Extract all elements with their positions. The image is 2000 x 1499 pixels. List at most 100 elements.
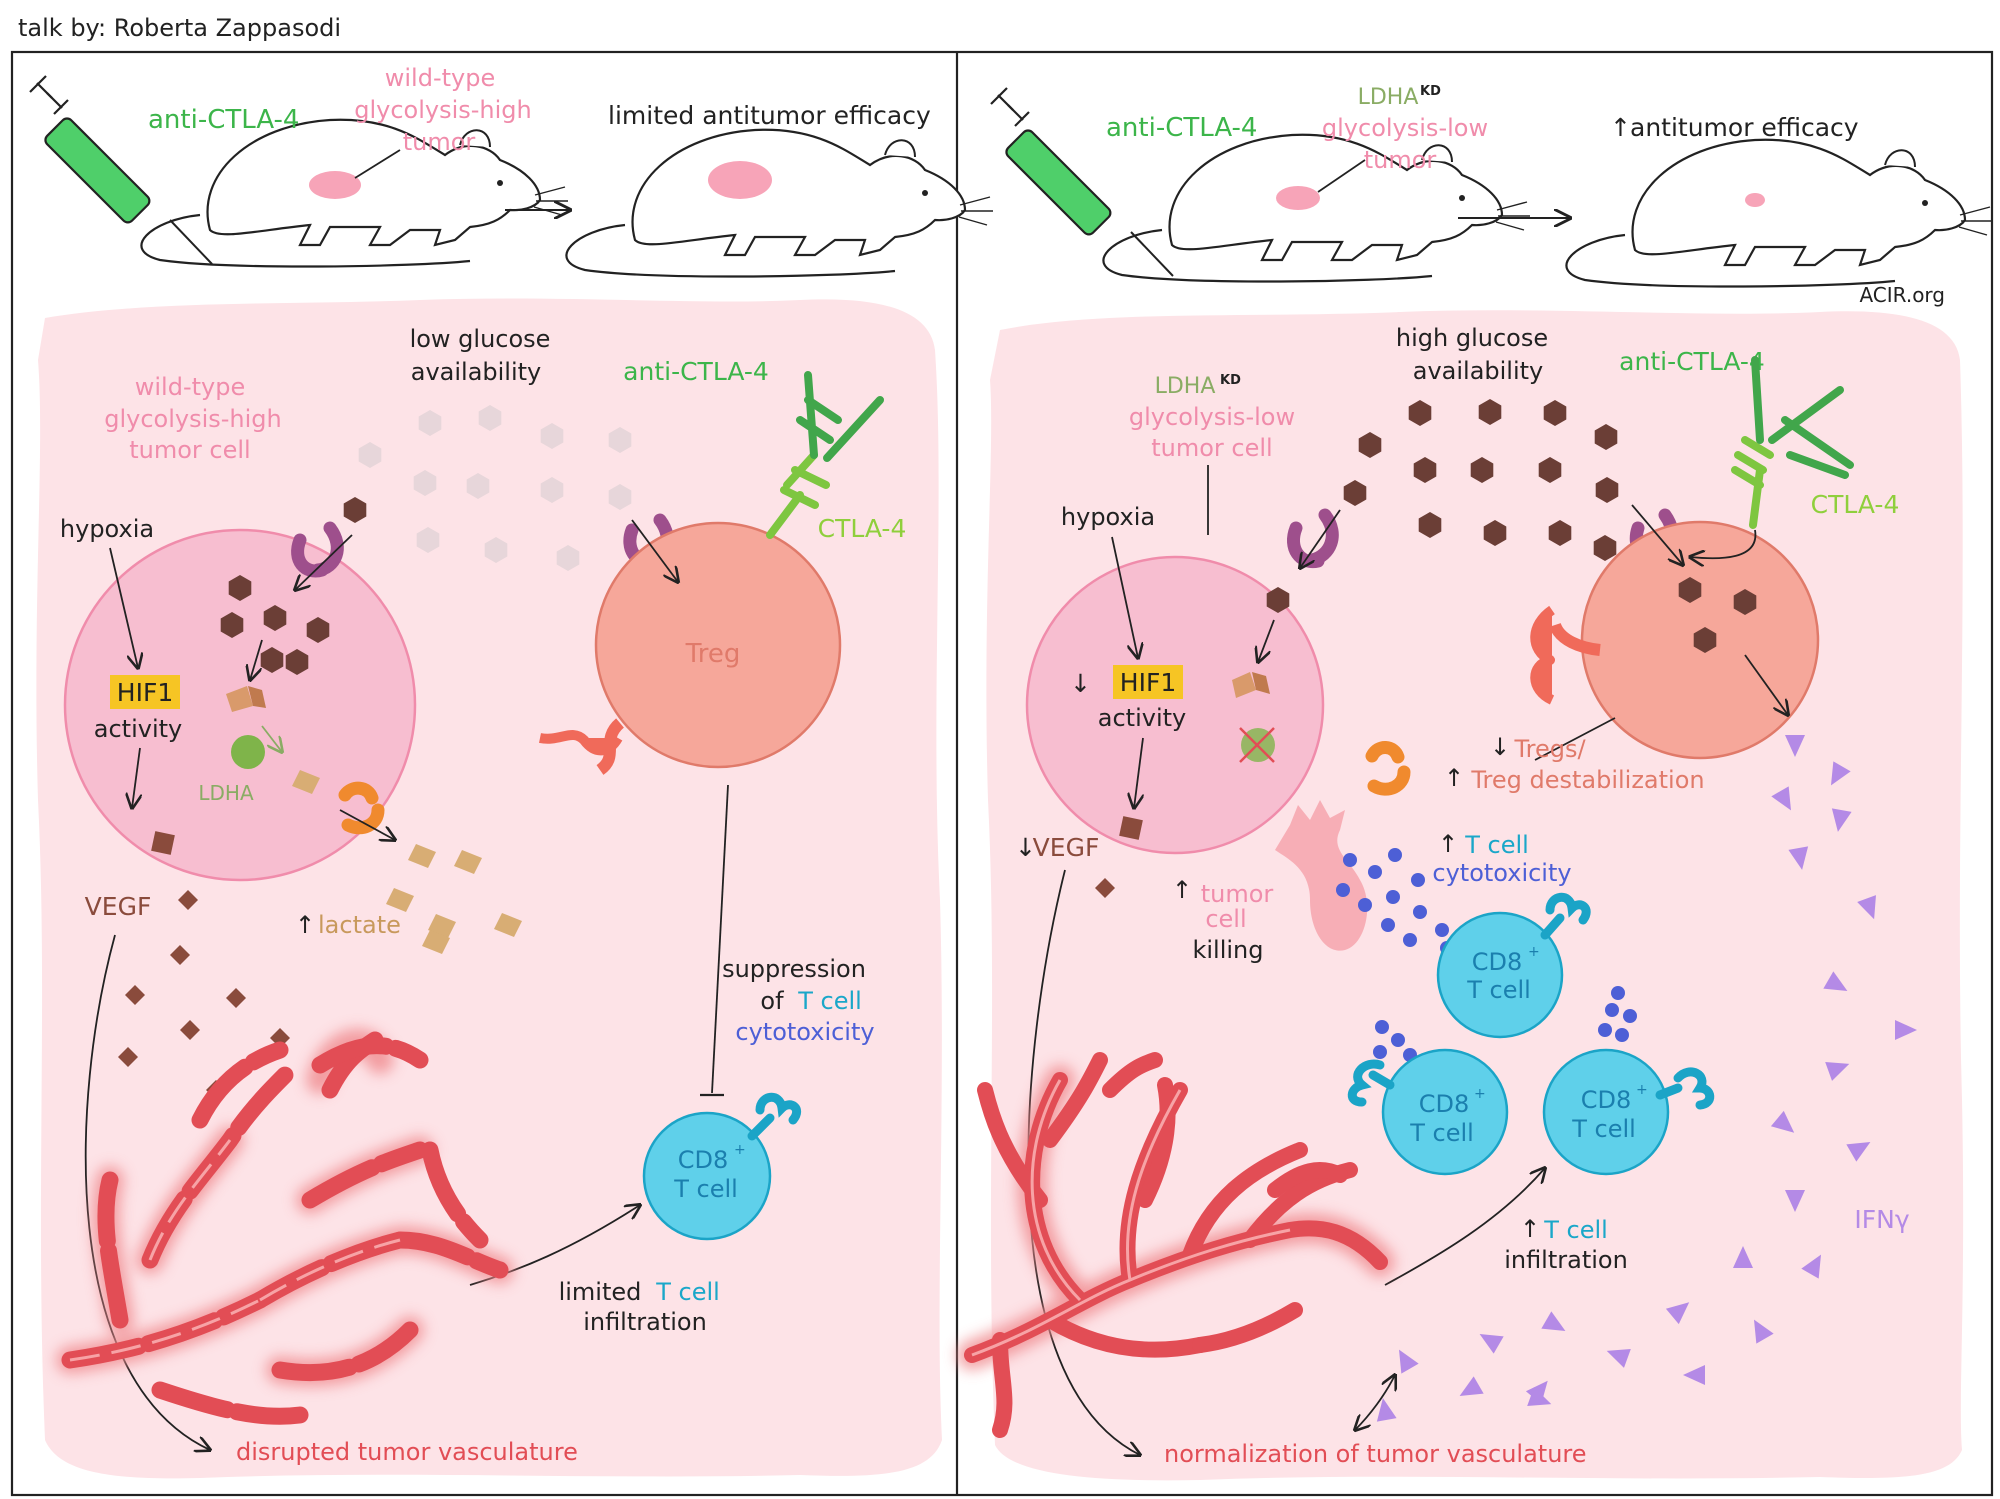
right-cd8-cell-2 [1347, 1048, 1509, 1176]
right-ldha-top: LDHA [1358, 85, 1419, 110]
left-activity: activity [94, 715, 182, 743]
left-suppression-line [711, 784, 729, 1094]
right-hif1: HIF1 [1120, 668, 1176, 697]
left-mct-icon [338, 781, 379, 805]
right-vegf: VEGF [1033, 833, 1100, 862]
right-cd8-2-label: CD8 [1419, 1090, 1470, 1118]
left-disrupted-vasculature [56, 1028, 514, 1425]
right-kd-top: KD [1420, 84, 1441, 99]
right-pyruvate-icon [1232, 672, 1256, 698]
left-tumor-small [309, 171, 361, 199]
left-treg-receptor-icon [539, 730, 623, 756]
right-tumor-shrunk [1745, 193, 1765, 207]
right-infiltration-2: infiltration [1504, 1246, 1628, 1274]
left-ctla4-label: CTLA-4 [818, 514, 907, 543]
right-cd8-3-sup: + [1636, 1082, 1648, 1098]
left-lactate-arrow: ↑ [295, 911, 315, 939]
right-glucose-label-2: availability [1413, 357, 1544, 385]
right-infiltration-arrow: ↑ [1520, 1215, 1540, 1243]
left-anti-ctla4-antibody-icon [796, 371, 884, 462]
left-cell-label-3: tumor cell [129, 436, 250, 464]
left-ldha-icon [231, 735, 265, 769]
left-pyruvate-icon [226, 686, 253, 712]
left-cd8-label: CD8 [678, 1146, 729, 1174]
left-mouse-after-icon [565, 128, 995, 278]
right-cd8-1-label: CD8 [1472, 948, 1523, 976]
left-tumor-label-1: wild-type [385, 64, 495, 92]
left-cd8-sup: + [734, 1142, 746, 1158]
right-outcome-arrow: ↑ [1610, 113, 1631, 142]
left-ctla4-receptor-icon [766, 451, 830, 539]
right-activity: activity [1098, 704, 1186, 732]
left-drug-label: anti-CTLA-4 [148, 105, 299, 135]
left-cd8-cell [642, 1111, 772, 1241]
right-vegf-arrow: ↓ [1015, 833, 1036, 862]
left-treg-label: Treg [685, 639, 741, 669]
left-suppression-3: T cell [797, 987, 862, 1015]
right-killing-1: tumor [1201, 880, 1274, 908]
left-tumor-label-2: glycolysis-high [354, 96, 532, 124]
right-injection-scene [989, 86, 1995, 288]
right-cd8-1-sup: + [1528, 944, 1540, 960]
left-tcell-label: T cell [673, 1175, 738, 1203]
right-mouse-after-icon [1565, 138, 1995, 288]
left-tumor-label-3: tumor [403, 128, 476, 156]
right-cell-label-2: tumor cell [1151, 434, 1272, 462]
right-ctla4-label: CTLA-4 [1811, 490, 1900, 519]
left-infiltration-2: T cell [655, 1278, 720, 1306]
left-suppression-1: suppression [722, 955, 866, 983]
left-suppression-2: of [760, 987, 784, 1015]
left-outcome: limited antitumor efficacy [608, 101, 931, 130]
right-hif1-arrow: ↓ [1070, 669, 1091, 698]
right-ldha-cell: LDHA [1155, 374, 1216, 399]
right-cd8-cell-1 [1436, 892, 1591, 1039]
right-killing-arrow: ↑ [1172, 876, 1192, 904]
right-hif1-badge [1113, 665, 1183, 699]
left-tumor-large [708, 161, 772, 199]
right-kd-cell: KD [1220, 373, 1241, 388]
right-mouse-before-icon [1102, 133, 1532, 283]
right-normal-vasculature [957, 1052, 1395, 1438]
right-anti-ctla4-antibody-icon [1751, 356, 1854, 479]
right-cd8-1-tcell: T cell [1466, 976, 1531, 1004]
right-hypoxia: hypoxia [1061, 503, 1155, 531]
right-tme-background [986, 310, 1964, 1481]
left-tcr-icon [747, 1092, 802, 1141]
right-tumor-label-2: tumor [1364, 146, 1437, 174]
right-infiltration-1: T cell [1543, 1216, 1608, 1244]
right-cd8-2-tcell: T cell [1409, 1119, 1474, 1147]
right-treg-receptor-icon [1530, 605, 1556, 705]
left-glucose-label-1: low glucose [410, 325, 551, 353]
left-ldha-label: LDHA [198, 781, 254, 805]
credit-text: talk by: Roberta Zappasodi [18, 14, 341, 42]
right-damaged-cell-icon [1275, 800, 1368, 951]
right-treg-destab-arrow: ↑ [1444, 764, 1464, 792]
right-ctla4-receptor-icon [1731, 436, 1774, 529]
left-injection-scene [28, 74, 995, 278]
right-killing-3: killing [1192, 936, 1263, 964]
right-cd8-3-label: CD8 [1581, 1086, 1632, 1114]
figure-frame [10, 50, 1994, 1497]
right-drug-label: anti-CTLA-4 [1106, 113, 1257, 143]
left-vegf: VEGF [85, 892, 152, 921]
right-killing-2: cell [1205, 905, 1246, 933]
right-outcome: antitumor efficacy [1630, 113, 1859, 142]
watermark: ACIR.org [1859, 283, 1945, 307]
right-cd8-2-sup: + [1474, 1086, 1486, 1102]
left-glucose-label-2: availability [411, 358, 542, 386]
left-hypoxia: hypoxia [60, 515, 154, 543]
right-tregs-1: Tregs/ [1513, 735, 1586, 763]
right-cd8-3-tcell: T cell [1571, 1115, 1636, 1143]
right-vegf-molecules [1095, 816, 1143, 898]
right-cd8-cell-3 [1542, 1048, 1715, 1176]
right-cytotox-arrow: ↑ [1438, 830, 1458, 858]
left-cell-label-2: glycolysis-high [104, 405, 282, 433]
left-lactate: lactate [318, 911, 401, 939]
right-cytotox-1: T cell [1464, 831, 1529, 859]
right-tumor-small [1276, 186, 1320, 210]
left-vasculature-label: disrupted tumor vasculature [236, 1438, 578, 1466]
right-mct-icon [1365, 741, 1405, 764]
right-ifng-label: IFNγ [1854, 1205, 1909, 1234]
